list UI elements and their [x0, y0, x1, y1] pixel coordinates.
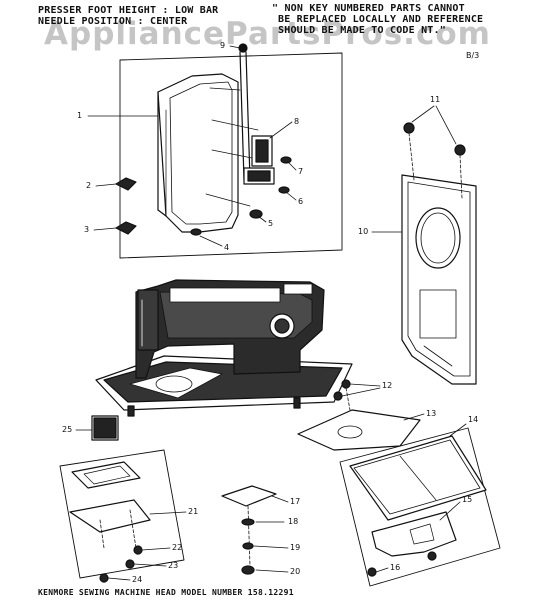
face-plate-group — [87, 43, 343, 259]
needle-plate-group — [297, 379, 425, 451]
callout-6: 6 — [298, 197, 304, 206]
feed-dog-stack — [221, 485, 289, 575]
callout-18: 18 — [288, 517, 299, 526]
callout-13: 13 — [426, 409, 437, 418]
callout-7: 7 — [298, 167, 304, 176]
callout-25: 25 — [62, 425, 73, 434]
callout-20: 20 — [290, 567, 301, 576]
rear-cover-group — [371, 105, 477, 385]
callout-22: 22 — [172, 543, 183, 552]
callout-15: 15 — [462, 495, 473, 504]
model-footer: KENMORE SEWING MACHINE HEAD MODEL NUMBER… — [38, 588, 294, 597]
callout-3: 3 — [84, 225, 90, 234]
callout-23: 23 — [168, 561, 179, 570]
shuttle-group — [59, 449, 187, 583]
needle-position-note: NEEDLE POSITION : CENTER — [38, 16, 188, 27]
watermark: AppliancePartsPros.com — [44, 16, 491, 52]
callout-19: 19 — [290, 543, 301, 552]
callout-12: 12 — [382, 381, 393, 390]
slide-plate-group — [339, 423, 501, 587]
callout-17: 17 — [290, 497, 301, 506]
non-key-note-line2: BE REPLACED LOCALLY AND REFERENCE — [278, 14, 484, 25]
non-key-note-line1: " NON KEY NUMBERED PARTS CANNOT — [272, 3, 465, 14]
callout-10: 10 — [358, 227, 369, 236]
page-reference: B/3 — [466, 51, 480, 60]
machine-head-group — [75, 279, 353, 441]
callout-11: 11 — [430, 95, 441, 104]
callout-21: 21 — [188, 507, 199, 516]
callout-1: 1 — [77, 111, 83, 120]
callout-2: 2 — [86, 181, 92, 190]
callout-24: 24 — [132, 575, 143, 584]
callout-9: 9 — [220, 41, 226, 50]
callout-14: 14 — [468, 415, 479, 424]
callout-5: 5 — [268, 219, 274, 228]
callout-8: 8 — [294, 117, 300, 126]
non-key-note-line3: SHOULD BE MADE TO CODE NT." — [278, 25, 446, 36]
presser-foot-note: PRESSER FOOT HEIGHT : LOW BAR — [38, 5, 219, 16]
callout-16: 16 — [390, 563, 401, 572]
callout-4: 4 — [224, 243, 230, 252]
